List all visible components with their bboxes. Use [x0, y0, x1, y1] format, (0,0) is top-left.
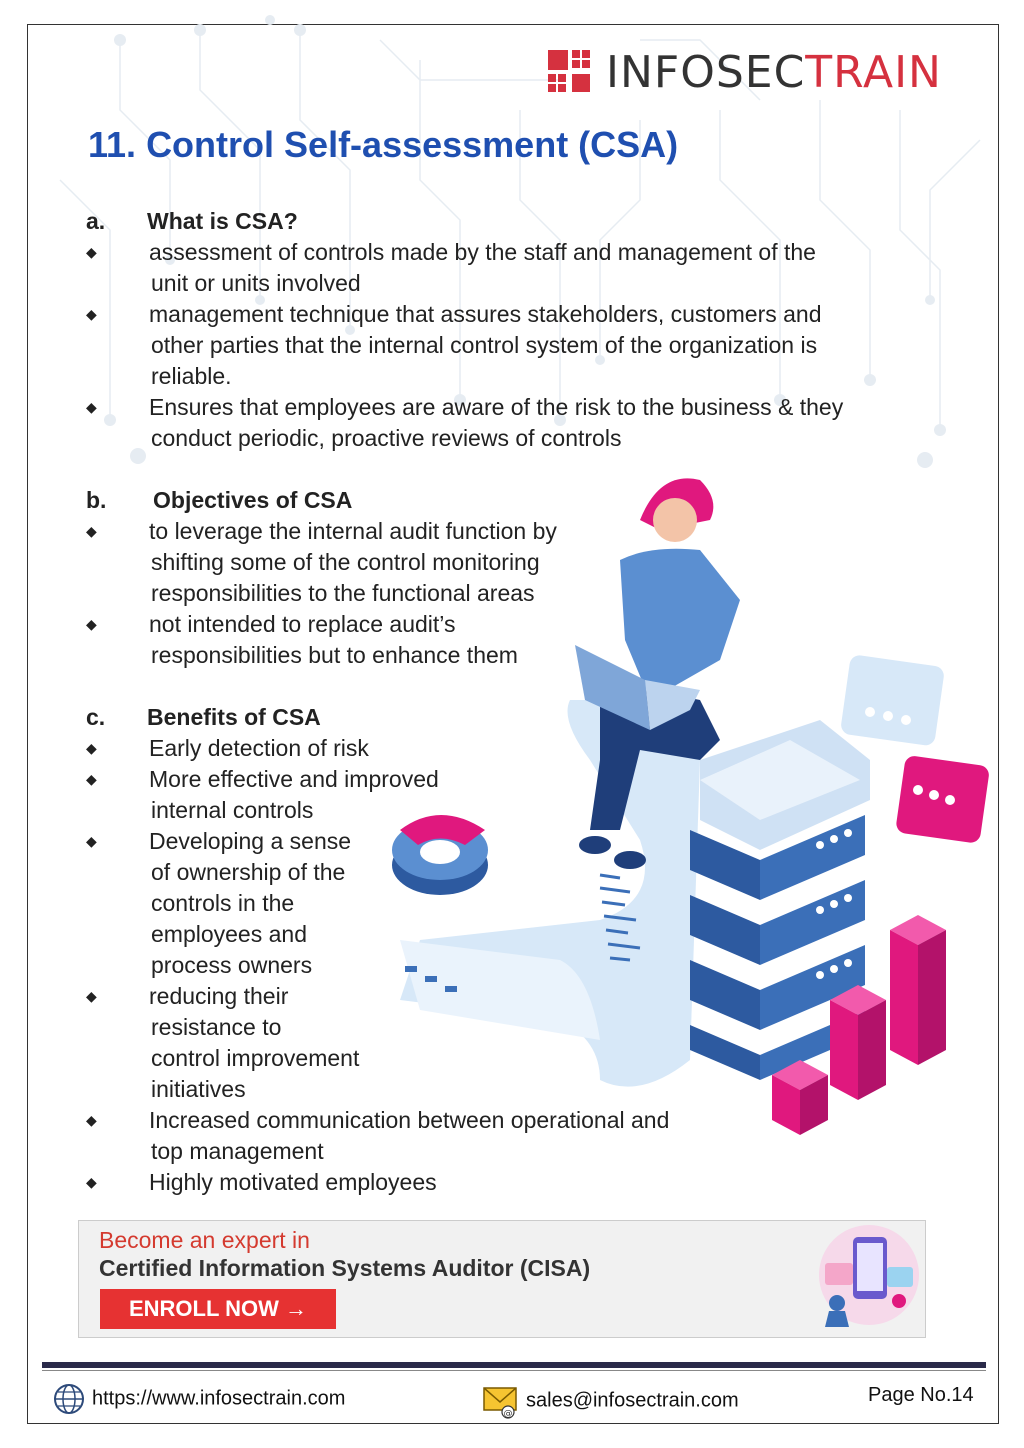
circuit-background [59, 15, 981, 468]
globe-icon [54, 1384, 84, 1414]
svg-text:@: @ [504, 1409, 513, 1419]
section-letter: a. [86, 208, 106, 234]
section-heading-text: Objectives of CSA [153, 487, 353, 513]
section-heading: c. Benefits of CSA [86, 702, 946, 733]
section-number: 11. [88, 124, 137, 165]
bullet-line: Ensures that employees are aware of the … [149, 394, 844, 420]
brand-name: INFOSECTRAIN [606, 48, 942, 98]
page-number: Page No.14 [868, 1384, 974, 1406]
cisa-promo-banner[interactable]: Become an expert in Certified Informatio… [78, 1220, 926, 1338]
csa-illustration [392, 478, 989, 1135]
diamond-bullet-icon: ◆ [86, 1112, 97, 1128]
bullet-item: ◆ assessment of controls made by the staf… [86, 237, 946, 299]
bullet-item: ◆ Early detection of risk [86, 733, 946, 764]
footer-email[interactable]: @ sales@infosectrain.com [482, 1382, 739, 1420]
bullet-line: not intended to replace audit’s [149, 611, 456, 637]
bullet-line: process owners [151, 952, 313, 978]
bullet-line: responsibilities but to enhance them [151, 642, 518, 668]
bullet-item: ◆ Developing a sense of ownership of the co… [86, 826, 946, 981]
bullet-item: ◆ management technique that assures stake… [86, 299, 946, 392]
bullet-line: controls in the [151, 890, 295, 916]
bullet-line: initiatives [151, 1076, 246, 1102]
section-letter: c. [86, 704, 106, 730]
bullet-line: management technique that assures stakeh… [149, 301, 822, 327]
main-content: a. What is CSA? ◆ assessment of controls ma… [86, 206, 946, 1198]
bullet-line: internal controls [151, 797, 314, 823]
section-heading: a. What is CSA? [86, 206, 946, 237]
banner-illustration [819, 1225, 919, 1327]
bullet-line: top management [151, 1138, 324, 1164]
diamond-bullet-icon: ◆ [86, 244, 97, 260]
bullet-line: employees and [151, 921, 307, 947]
bullet-line: Increased communication between operatio… [149, 1107, 670, 1133]
bullet-line: resistance to [151, 1014, 282, 1040]
footer-divider-line [42, 1370, 986, 1371]
banner-course-title: Certified Information Systems Auditor (C… [99, 1255, 591, 1281]
diamond-bullet-icon: ◆ [86, 306, 97, 322]
diamond-bullet-icon: ◆ [86, 740, 97, 756]
bullet-item: ◆ Increased communication between operati… [86, 1105, 946, 1167]
bullet-item: ◆ Highly motivated employees [86, 1167, 946, 1198]
bullet-line: Developing a sense [149, 828, 352, 854]
diamond-bullet-icon: ◆ [86, 1174, 97, 1190]
diamond-bullet-icon: ◆ [86, 523, 97, 539]
bullet-item: ◆ Ensures that employees are aware of the… [86, 392, 946, 454]
brand-logo-icon [548, 50, 590, 92]
bullet-line: unit or units involved [151, 270, 361, 296]
bullet-line: of ownership of the [151, 859, 346, 885]
bullet-line: reducing their [149, 983, 289, 1009]
brand-logo: INFOSECTRAIN [548, 48, 978, 100]
diamond-bullet-icon: ◆ [86, 833, 97, 849]
enroll-now-button[interactable]: ENROLL NOW → [100, 1289, 336, 1329]
footer-url[interactable]: https://www.infosectrain.com [92, 1387, 346, 1410]
banner-tagline: Become an expert in [99, 1227, 310, 1253]
section-heading-text: What is CSA? [147, 208, 298, 234]
section-heading: b. Objectives of CSA [86, 485, 946, 516]
diamond-bullet-icon: ◆ [86, 616, 97, 632]
bullet-line: responsibilities to the functional areas [151, 580, 535, 606]
diamond-bullet-icon: ◆ [86, 771, 97, 787]
footer-divider-bar [42, 1362, 986, 1368]
bullet-line: More effective and improved [149, 766, 439, 792]
bullet-line: reliable. [151, 363, 232, 389]
bullet-item: ◆ More effective and improved internal con… [86, 764, 946, 826]
diamond-bullet-icon: ◆ [86, 988, 97, 1004]
bullet-line: to leverage the internal audit function … [149, 518, 557, 544]
section-letter: b. [86, 487, 107, 513]
section-heading-text: Benefits of CSA [147, 704, 321, 730]
bullet-line: Highly motivated employees [149, 1169, 437, 1195]
section-title: Control Self-assessment (CSA) [146, 124, 679, 165]
diamond-bullet-icon: ◆ [86, 399, 97, 415]
bullet-line: control improvement [151, 1045, 360, 1071]
envelope-icon: @ [483, 1387, 517, 1419]
bullet-item: ◆ to leverage the internal audit function… [86, 516, 946, 609]
page-border [27, 24, 999, 1424]
brand-name-part2: TRAIN [805, 47, 942, 98]
bullet-line: other parties that the internal control … [151, 332, 818, 358]
bullet-line: conduct periodic, proactive reviews of c… [151, 425, 622, 451]
brand-name-part1: INFOSEC [606, 47, 806, 98]
page-title: 11.Control Self-assessment (CSA) [88, 124, 678, 166]
bullet-item: ◆ not intended to replace audit’s responsi… [86, 609, 946, 671]
bullet-line: Early detection of risk [149, 735, 369, 761]
bullet-item: ◆ reducing their resistance to control impr… [86, 981, 946, 1105]
bullet-line: assessment of controls made by the staff… [149, 239, 816, 265]
bullet-line: shifting some of the control monitoring [151, 549, 540, 575]
footer-email-address[interactable]: sales@infosectrain.com [526, 1389, 739, 1412]
footer-website[interactable]: https://www.infosectrain.com [52, 1382, 345, 1416]
